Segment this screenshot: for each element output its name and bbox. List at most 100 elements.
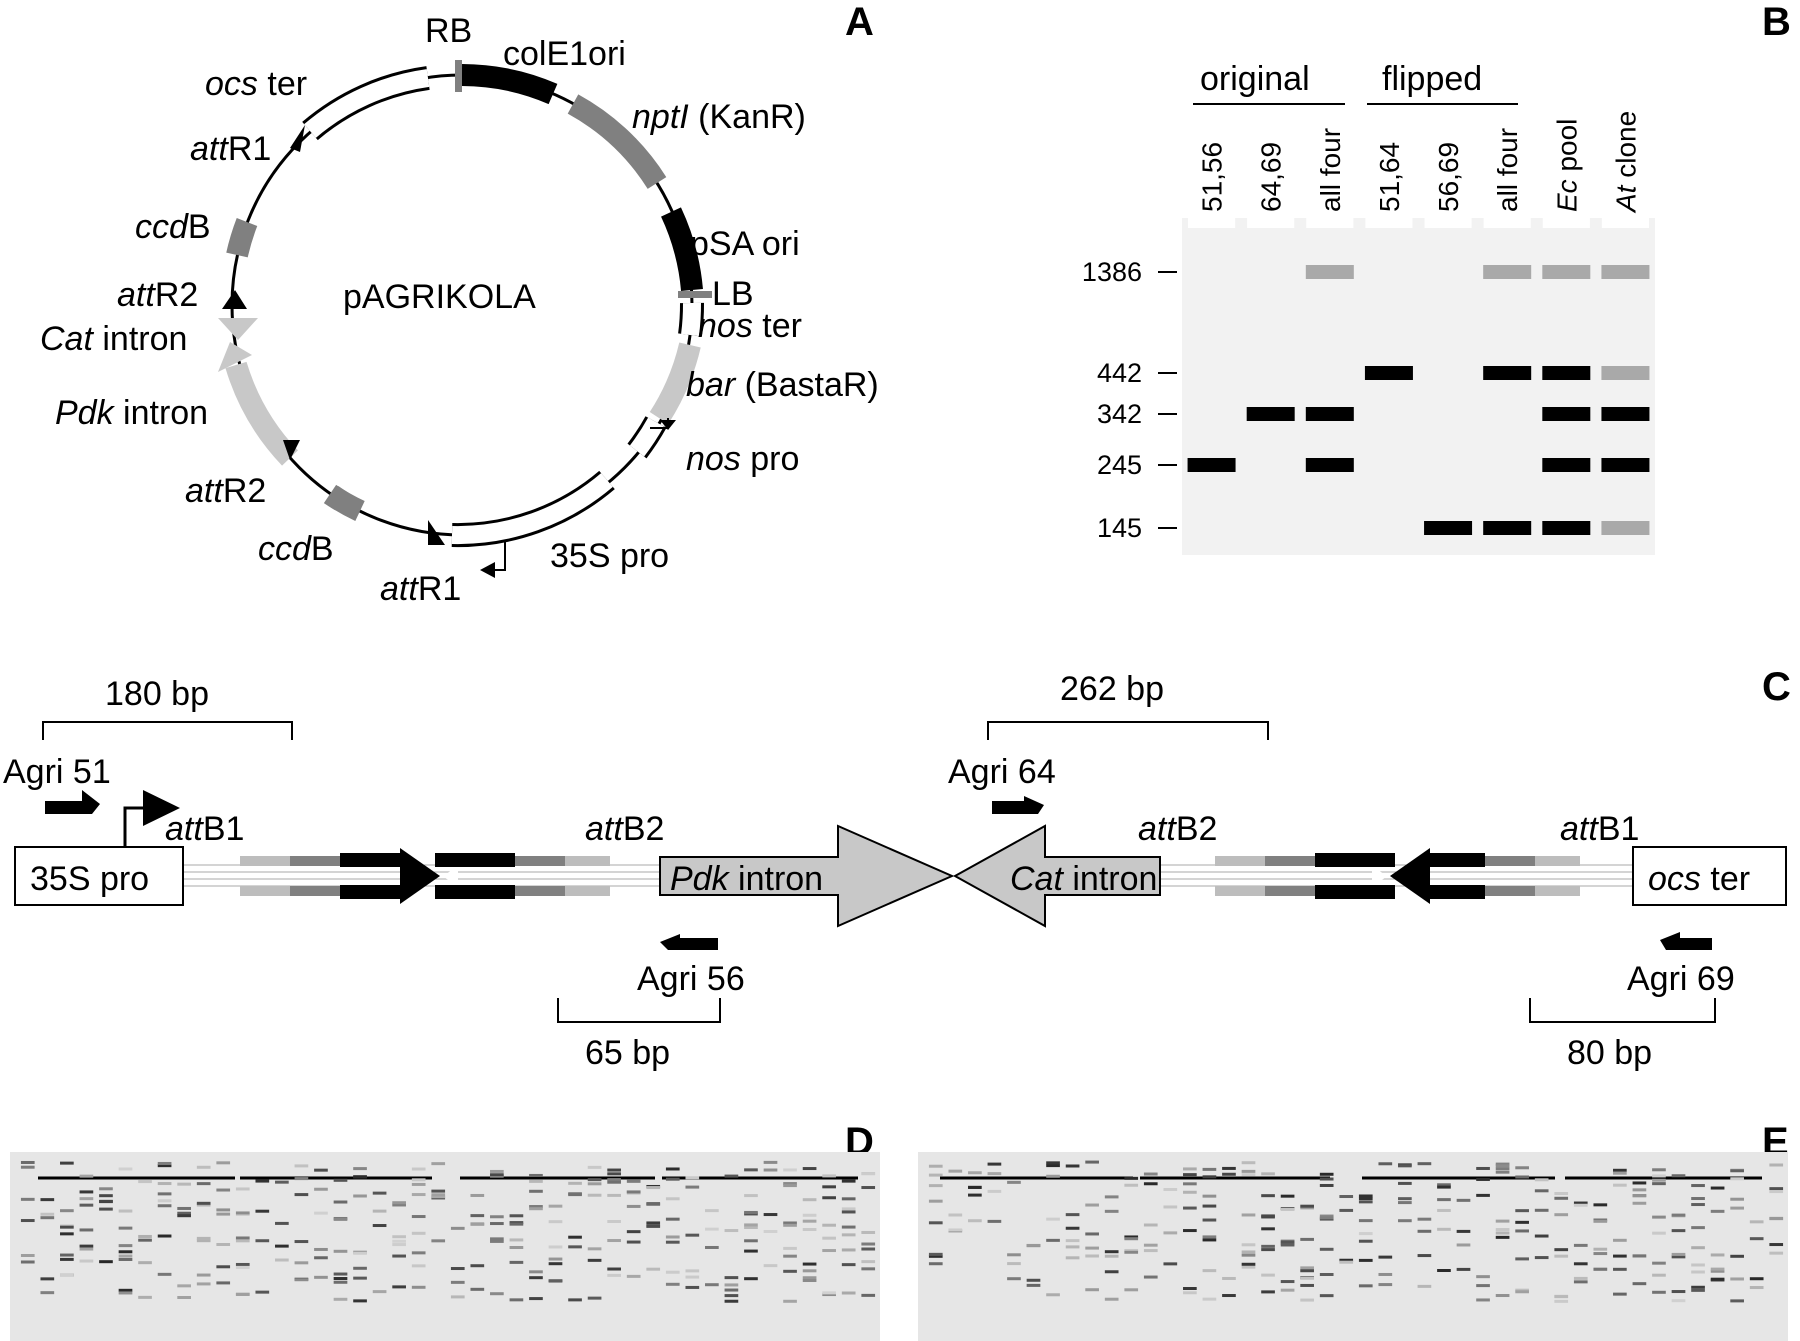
gel-photo-band <box>1300 1283 1314 1287</box>
gel-photo-band <box>1534 1208 1549 1212</box>
gel-photo-band <box>948 1169 963 1173</box>
gel-photo-band <box>216 1212 231 1216</box>
gel-photo-band <box>948 1213 963 1217</box>
gel-photo-band <box>1652 1215 1666 1219</box>
gel-photo-band <box>509 1298 524 1302</box>
gel-photo-band <box>646 1267 661 1271</box>
gel-photo-band <box>216 1161 231 1165</box>
gel-photo-band <box>1378 1162 1393 1166</box>
gel-photo-band <box>665 1217 680 1221</box>
gel-photo-band <box>1730 1197 1744 1201</box>
gel-photo-band <box>861 1242 876 1246</box>
gel-photo-band <box>1691 1285 1705 1289</box>
gel-photo-band <box>626 1179 641 1183</box>
gel-photo-band <box>509 1260 524 1264</box>
gel-photo-band <box>1202 1297 1217 1301</box>
gel-photo-band <box>1613 1168 1627 1172</box>
gel-photo-band <box>490 1292 504 1296</box>
gel-photo-band <box>1026 1243 1041 1247</box>
gel-photo-band <box>353 1167 367 1171</box>
gel-photo-band <box>1691 1288 1705 1292</box>
pdk-arrowhead <box>218 342 252 372</box>
gel-photo-band <box>1476 1298 1490 1302</box>
cat-arrowhead <box>218 318 258 340</box>
gel-photo-band <box>1202 1175 1217 1179</box>
gel-band <box>1601 407 1650 421</box>
gel-photo-band <box>1495 1164 1510 1168</box>
gel-photo-band <box>235 1211 250 1215</box>
gel-photo-band <box>411 1167 426 1171</box>
gel-photo-band <box>1085 1254 1099 1258</box>
gel-photo-band <box>548 1220 563 1224</box>
gel-photo-band <box>1515 1175 1529 1179</box>
gel-photo-band <box>490 1222 504 1226</box>
gel-photo-band <box>1671 1174 1686 1178</box>
size-label-1386: 1386 <box>1082 257 1142 287</box>
gel-photo-band <box>1749 1220 1764 1224</box>
gel-photo-band <box>802 1167 817 1171</box>
gel-photo-band <box>928 1164 943 1168</box>
gel-photo-band <box>196 1182 211 1186</box>
gel-photo-band <box>255 1239 270 1243</box>
gel-photo-band <box>138 1261 152 1265</box>
gel-b-background <box>1182 218 1655 555</box>
gel-photo-band <box>529 1173 543 1177</box>
gel-photo-band <box>490 1169 504 1173</box>
gel-band <box>1542 521 1591 535</box>
size-label-145: 145 <box>1097 513 1142 543</box>
gel-photo-band <box>1671 1229 1686 1233</box>
gel-band <box>1542 366 1591 380</box>
ccdb-top-segment <box>226 218 258 258</box>
gel-photo-band <box>783 1184 797 1188</box>
gel-photo-band <box>1476 1166 1490 1170</box>
gel-band <box>1246 407 1295 421</box>
gel-photo-band <box>1749 1277 1764 1281</box>
gel-photo-band <box>987 1162 1002 1166</box>
left-att-block <box>240 848 610 904</box>
gel-photo-band <box>470 1287 485 1291</box>
gel-photo-band <box>294 1164 309 1168</box>
gel-photo-band <box>1183 1291 1197 1295</box>
pdk-segment <box>225 361 299 466</box>
gel-photo-band <box>353 1266 367 1270</box>
gel-photo-band <box>646 1186 661 1190</box>
label-agri56: Agri 56 <box>637 960 745 998</box>
gel-photo-band <box>1652 1178 1666 1182</box>
gel-photo-band <box>235 1265 250 1269</box>
label-attr1-top: attR1 <box>190 130 271 168</box>
gel-photo-band <box>392 1243 406 1247</box>
gel-photo-band <box>607 1267 621 1271</box>
bracket-65 <box>557 998 721 1023</box>
gel-photo-band <box>1065 1239 1080 1243</box>
gel-photo-band <box>822 1185 836 1189</box>
label-bar: bar (BastaR) <box>686 366 879 404</box>
label-ocs-ter: ocs ter <box>205 65 307 103</box>
gel-photo-band <box>1183 1287 1197 1291</box>
gel-photo-band <box>1280 1240 1295 1244</box>
gel-photo-band <box>1671 1299 1686 1303</box>
gel-photo-band <box>1515 1257 1529 1261</box>
gel-photo-band <box>157 1182 172 1186</box>
gel-photo-band <box>1280 1243 1295 1247</box>
gel-photo-band <box>587 1178 602 1182</box>
gel-photo-band <box>928 1262 943 1266</box>
gel-photo-band <box>79 1244 94 1248</box>
gel-photo-band <box>294 1261 309 1265</box>
gel-photo-band <box>392 1254 406 1258</box>
gel-photo-band <box>1573 1276 1588 1280</box>
gel-photo-band <box>1730 1277 1744 1281</box>
gel-photo-band <box>665 1235 680 1239</box>
gel-photo-band <box>1749 1237 1764 1241</box>
gel-photo-band <box>1261 1194 1275 1198</box>
label-ccdb-bottom: ccdB <box>258 530 334 568</box>
gel-photo-band <box>235 1262 250 1266</box>
gel-photo-band <box>626 1204 641 1208</box>
gel-photo-band <box>1124 1248 1139 1252</box>
gel-photo-band <box>1319 1214 1334 1218</box>
gel-photo-band <box>1573 1201 1588 1205</box>
gel-photo-band <box>665 1270 680 1274</box>
gel-photo-band <box>157 1164 172 1168</box>
gel-photo-band <box>1417 1254 1432 1258</box>
gel-photo-band <box>685 1285 700 1289</box>
